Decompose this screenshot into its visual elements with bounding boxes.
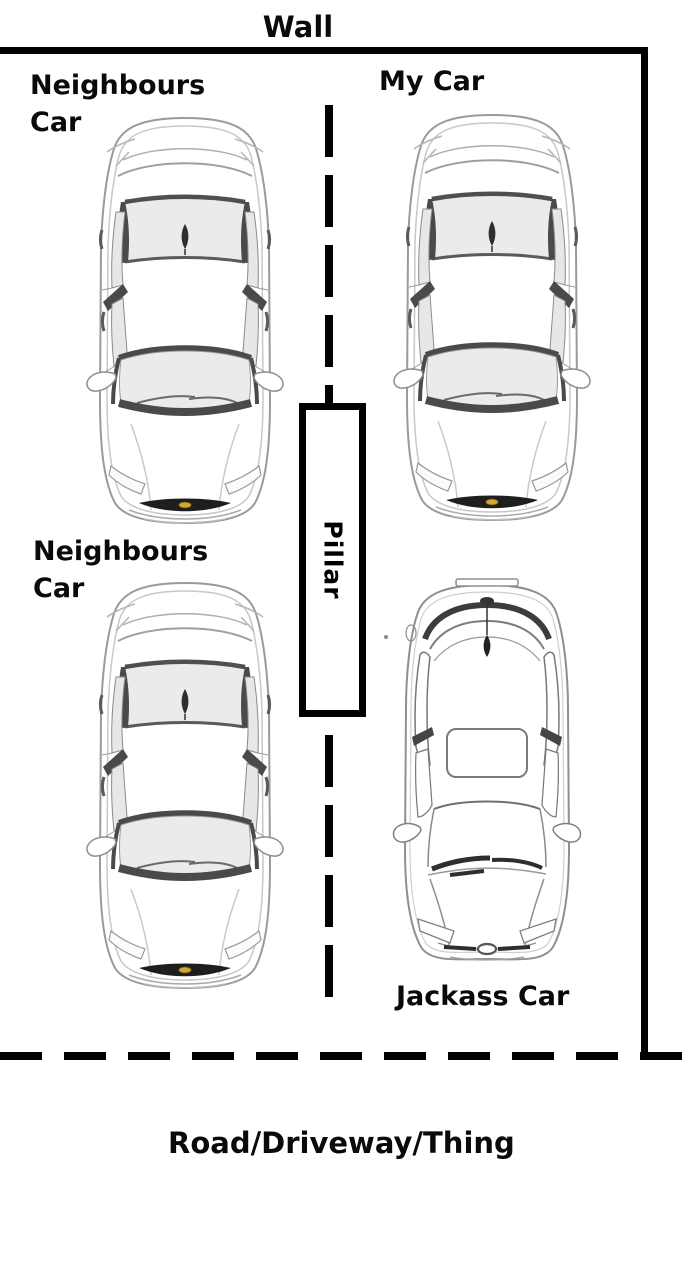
- car-neighbours-top-left: [85, 112, 285, 527]
- pillar: Pillar: [299, 403, 366, 717]
- car-jackass: [392, 577, 582, 967]
- jackass-car-label: Jackass Car: [396, 981, 570, 1012]
- wall-label: Wall: [262, 10, 334, 44]
- road-label: Road/Driveway/Thing: [168, 1126, 515, 1160]
- neighbours-car-bottom-label-line2: Car: [33, 573, 85, 604]
- neighbours-car-top-label-line2: Car: [30, 107, 82, 138]
- wall-right-line: [641, 47, 648, 1060]
- neighbours-car-top-label: Neighbours Car: [30, 67, 205, 141]
- pillar-label: Pillar: [318, 520, 347, 600]
- car-my-car: [392, 109, 592, 524]
- neighbours-car-bottom-label: Neighbours Car: [33, 533, 208, 607]
- my-car-label: My Car: [379, 66, 485, 97]
- neighbours-car-top-label-line1: Neighbours: [30, 70, 206, 101]
- wall-top-line: [0, 47, 648, 54]
- stray-mark: [384, 635, 388, 639]
- car-neighbours-bottom-left: [85, 577, 285, 992]
- neighbours-car-bottom-label-line1: Neighbours: [33, 536, 209, 567]
